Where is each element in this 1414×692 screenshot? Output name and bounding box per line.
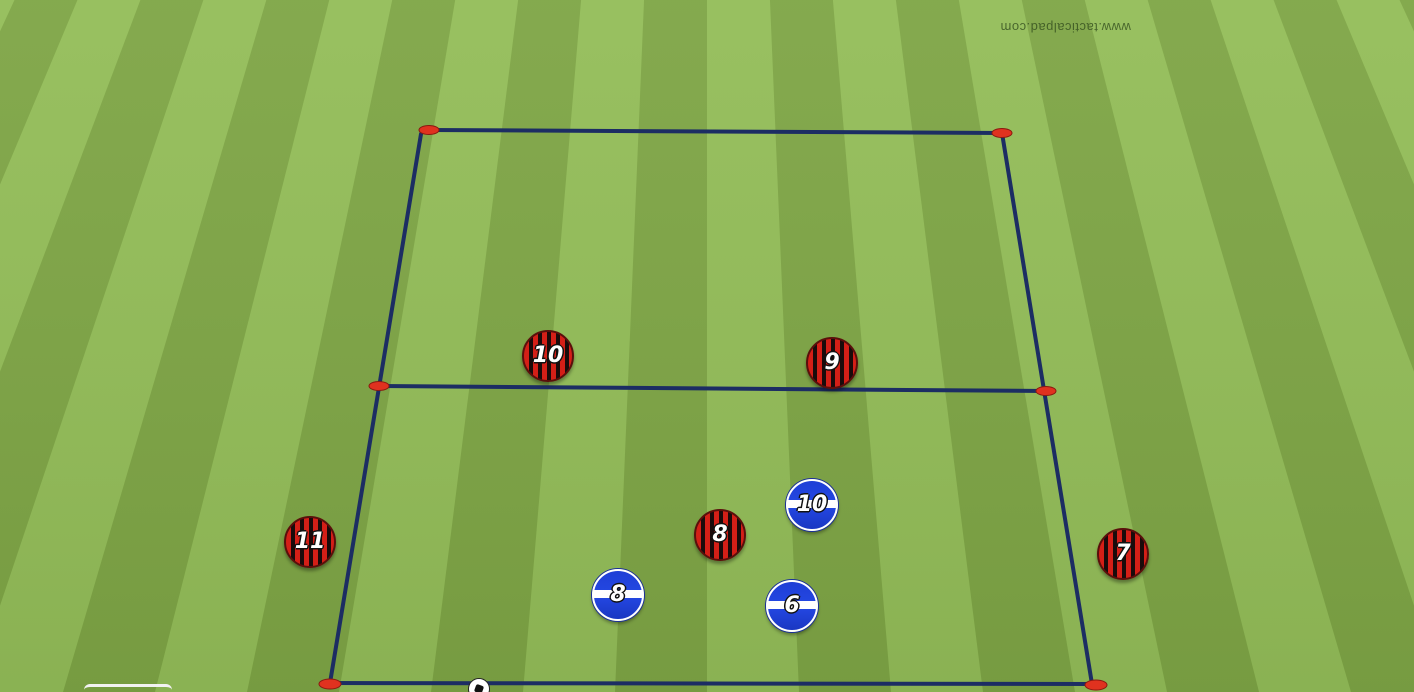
player-number: 8 xyxy=(712,522,728,547)
soccer-ball-icon[interactable] xyxy=(468,678,490,692)
blue-player-token[interactable]: 10 xyxy=(786,479,838,531)
player-number: 7 xyxy=(1115,541,1131,566)
drill-area-lines xyxy=(328,128,1098,686)
logo-icon xyxy=(84,684,172,692)
red-player-token[interactable]: 7 xyxy=(1097,528,1149,580)
blue-player-token[interactable]: 6 xyxy=(766,580,818,632)
player-number: 10 xyxy=(796,492,828,517)
watermark-text: www.tacticalpad.com xyxy=(1000,20,1131,35)
player-number: 11 xyxy=(294,529,326,554)
middle-line xyxy=(377,384,1048,393)
cone-markers xyxy=(318,125,1108,691)
red-player-token[interactable]: 8 xyxy=(694,509,746,561)
cone-marker xyxy=(368,381,390,391)
top-line xyxy=(427,128,1004,135)
red-player-token[interactable]: 9 xyxy=(806,337,858,389)
blue-player-token[interactable]: 8 xyxy=(592,569,644,621)
player-number: 6 xyxy=(784,593,800,618)
red-player-token[interactable]: 11 xyxy=(284,516,336,568)
bottom-line xyxy=(328,681,1098,686)
left-line xyxy=(328,132,423,685)
player-number: 10 xyxy=(532,343,564,368)
player-number: 9 xyxy=(824,350,840,375)
cone-marker xyxy=(991,128,1013,138)
cone-marker xyxy=(1035,386,1057,396)
red-player-token[interactable]: 10 xyxy=(522,330,574,382)
right-line xyxy=(1000,131,1094,686)
player-number: 8 xyxy=(610,582,626,607)
cone-marker xyxy=(1084,679,1108,691)
cone-marker xyxy=(318,678,342,690)
cone-marker xyxy=(418,125,440,135)
